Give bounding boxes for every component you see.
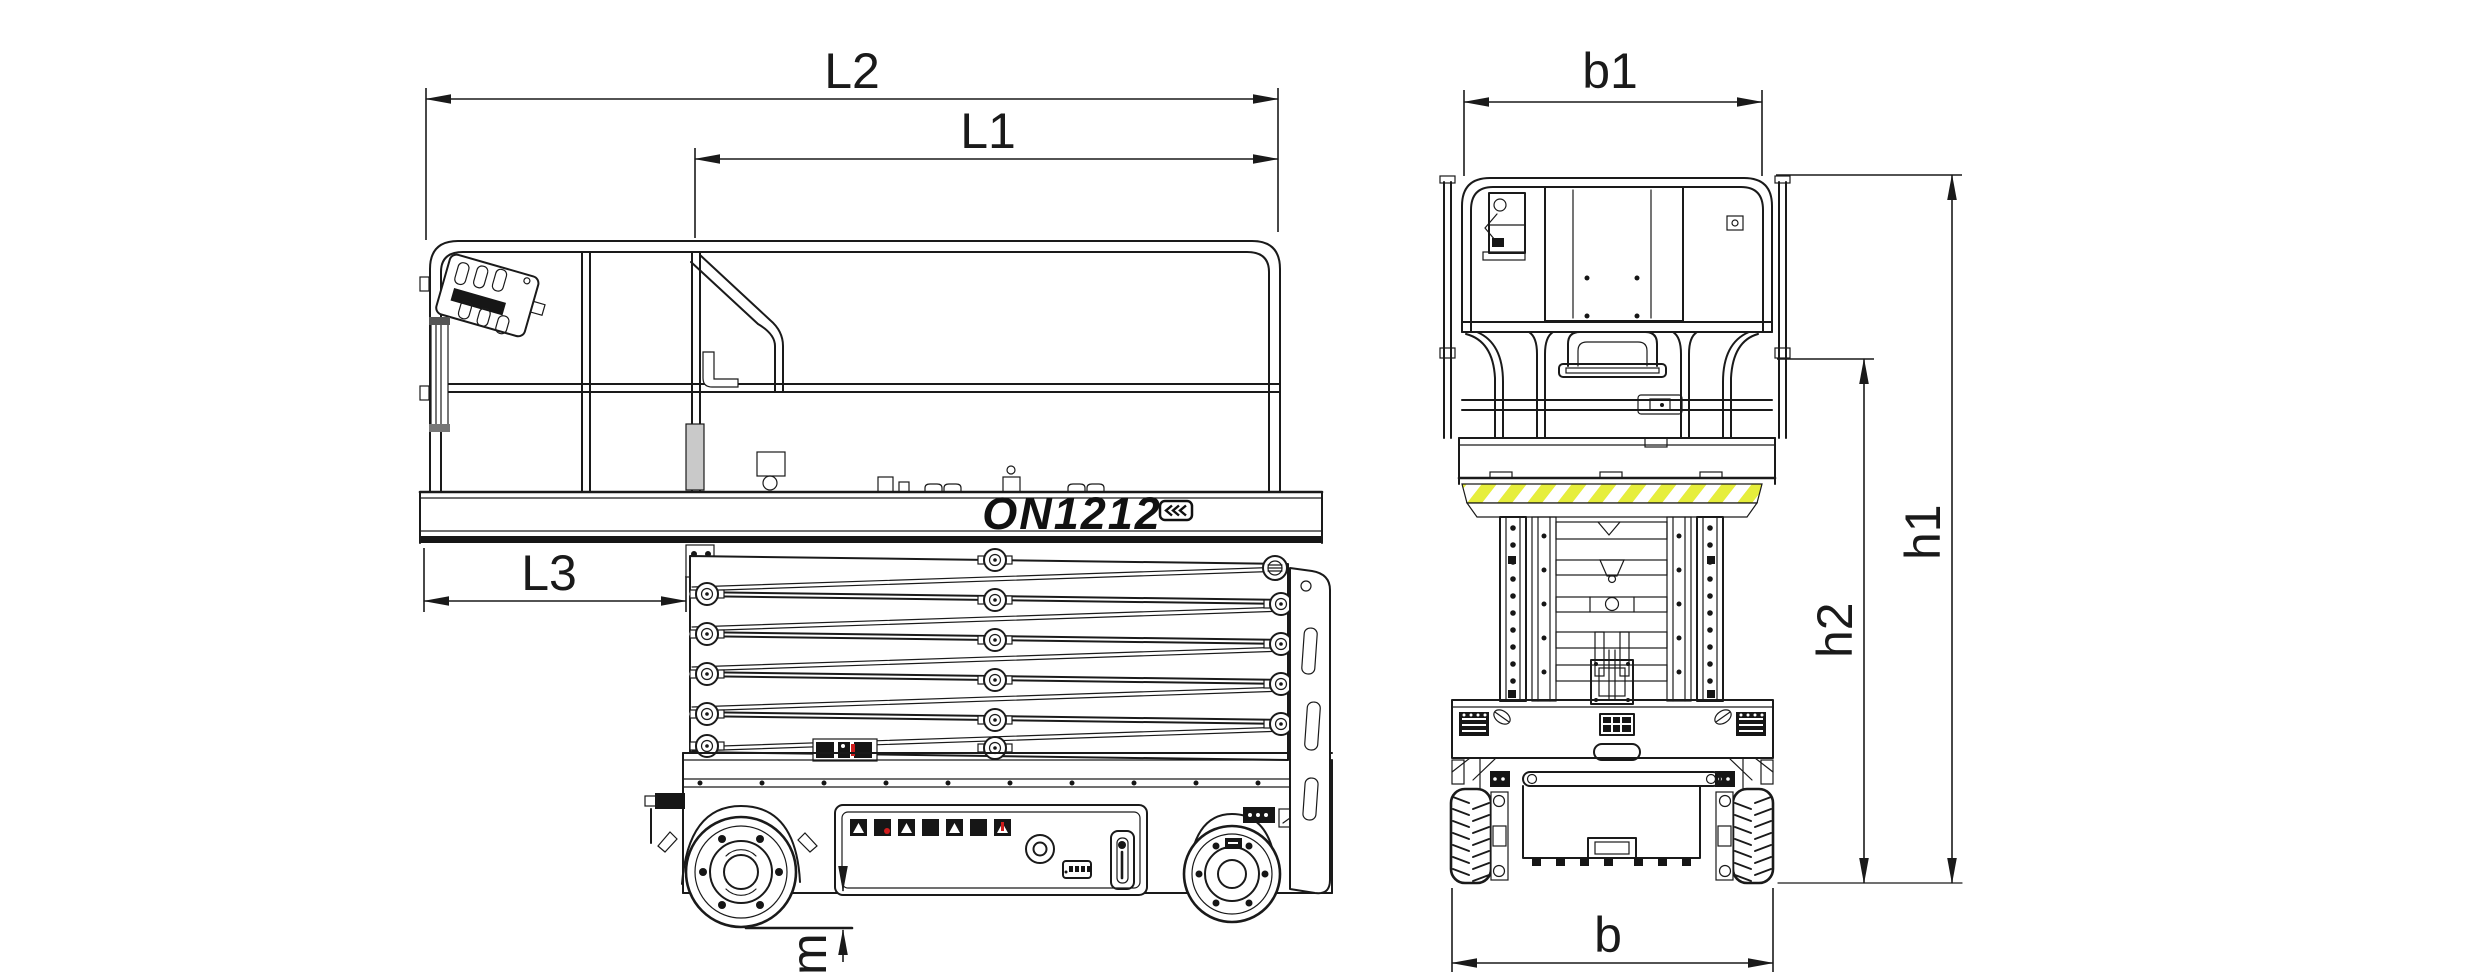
tire-left xyxy=(1449,787,1509,885)
warning-sticker-strip xyxy=(850,819,1011,836)
scissor-warning-label xyxy=(812,738,878,762)
dimension-l1: L1 xyxy=(694,103,1279,238)
axle-bar xyxy=(1522,771,1721,787)
dimension-h1: h1 xyxy=(1776,174,1962,884)
hub-plate xyxy=(1490,791,1509,881)
pivot-dots-right xyxy=(1676,525,1713,684)
gate-hook xyxy=(702,351,739,388)
dim-label-h2: h2 xyxy=(1807,602,1863,658)
dimension-m: m xyxy=(781,866,848,975)
steer-linkage xyxy=(644,793,685,844)
scissor-top-pivot xyxy=(1262,555,1288,581)
scissor-stack-front xyxy=(1499,516,1724,705)
tire-right xyxy=(1716,789,1773,883)
grille-right xyxy=(1736,712,1766,736)
dim-label-l1: L1 xyxy=(960,103,1016,159)
wheel-front xyxy=(657,805,818,929)
front-view: b1 xyxy=(1439,43,1963,972)
platform-deck-front xyxy=(1457,437,1777,518)
back-panel xyxy=(1544,186,1684,322)
manual-holder-tube xyxy=(429,317,450,432)
rail-hinge xyxy=(419,276,430,292)
dim-label-b: b xyxy=(1594,907,1622,963)
rail-latch xyxy=(1637,394,1683,415)
hazard-stripe xyxy=(1461,483,1763,504)
entry-gate xyxy=(685,251,784,493)
chassis-feet xyxy=(1532,858,1691,866)
dimension-l3: L3 xyxy=(423,545,687,612)
fold-rails xyxy=(1439,175,1791,439)
scissor-arm-layer xyxy=(689,635,1289,681)
deck-skirt xyxy=(1465,502,1759,518)
dim-label-b1: b1 xyxy=(1582,43,1638,99)
dim-label-h1: h1 xyxy=(1895,504,1951,560)
cross-members xyxy=(1555,521,1668,705)
keypad xyxy=(1062,860,1092,879)
lower-rails-front xyxy=(1461,331,1773,439)
scissor-arm-layer xyxy=(689,555,1289,601)
door-knob xyxy=(1025,834,1055,864)
platform-guardrail-side xyxy=(419,240,1281,493)
dim-label-l2: L2 xyxy=(824,43,880,99)
side-view: L2 L1 xyxy=(418,43,1333,975)
wheel-rear xyxy=(1182,813,1282,924)
control-box-front xyxy=(1482,192,1526,261)
platform-control-box xyxy=(435,253,546,338)
ladder-plate xyxy=(1289,567,1331,895)
deck-fittings xyxy=(756,451,1021,493)
rail-fitting xyxy=(1726,215,1744,231)
center-grid xyxy=(1599,713,1635,736)
battery-door xyxy=(834,804,1148,896)
dimension-b: b xyxy=(1451,888,1774,972)
platform-deck: ON1212 xyxy=(418,451,1324,544)
rail-hinge xyxy=(419,385,430,401)
triple-chevron-left-icon xyxy=(1158,499,1194,522)
chassis-front xyxy=(1451,699,1774,866)
gate-sleeve xyxy=(685,423,705,491)
pivot-dots-left xyxy=(1510,525,1547,684)
grille-left xyxy=(1459,712,1489,736)
center-handle xyxy=(1558,331,1667,378)
rivet-row xyxy=(697,780,1321,786)
scissor-stack-side xyxy=(685,544,1299,762)
model-label: ON1212 xyxy=(982,488,1162,539)
dimension-l2: L2 xyxy=(425,43,1279,240)
door-handle xyxy=(1110,830,1135,890)
dimension-b1: b1 xyxy=(1463,43,1763,176)
scissor-arm-layer xyxy=(689,675,1289,721)
platform-guardrail-front xyxy=(1461,177,1773,333)
dimension-h2: h2 xyxy=(1777,358,1874,884)
tire-tread xyxy=(1452,796,1490,882)
dim-label-l3: L3 xyxy=(521,545,577,601)
dim-label-m: m xyxy=(781,933,837,975)
tow-slot xyxy=(1593,743,1641,761)
scissor-pivot-bolts xyxy=(689,548,1299,760)
